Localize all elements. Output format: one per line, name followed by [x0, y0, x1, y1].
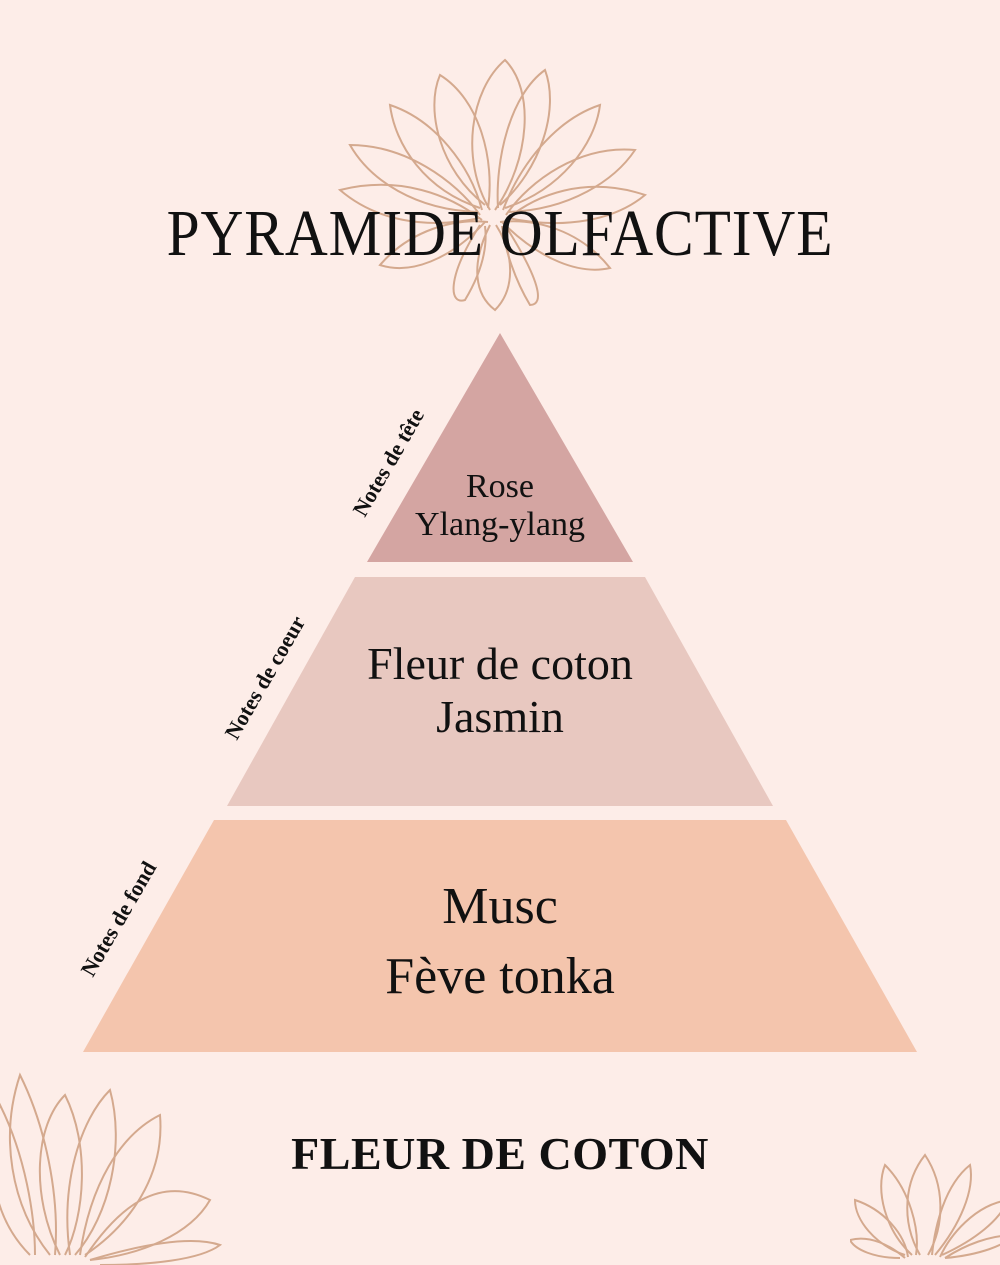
tier-bottom-shape	[83, 820, 917, 1052]
note-item: Ylang-ylang	[415, 506, 585, 544]
tier-middle-shape	[227, 577, 773, 806]
tier-middle-notes: Fleur de coton Jasmin	[0, 638, 1000, 744]
note-item: Fève tonka	[385, 948, 615, 1006]
product-name: FLEUR DE COTON	[291, 1128, 709, 1179]
lotus-flower-icon	[0, 1072, 223, 1265]
note-item: Musc	[442, 878, 558, 935]
tier-top-notes: Rose Ylang-ylang	[0, 468, 1000, 544]
lotus-flower-icon	[337, 58, 648, 312]
tier-top-shape	[367, 333, 633, 562]
note-item: Jasmin	[436, 690, 564, 742]
tier-bottom-notes: Musc Fève tonka	[0, 872, 1000, 1012]
page-title: PYRAMIDE OLFACTIVE	[166, 197, 834, 271]
note-item: Fleur de coton	[367, 638, 633, 689]
note-item: Rose	[466, 468, 534, 505]
